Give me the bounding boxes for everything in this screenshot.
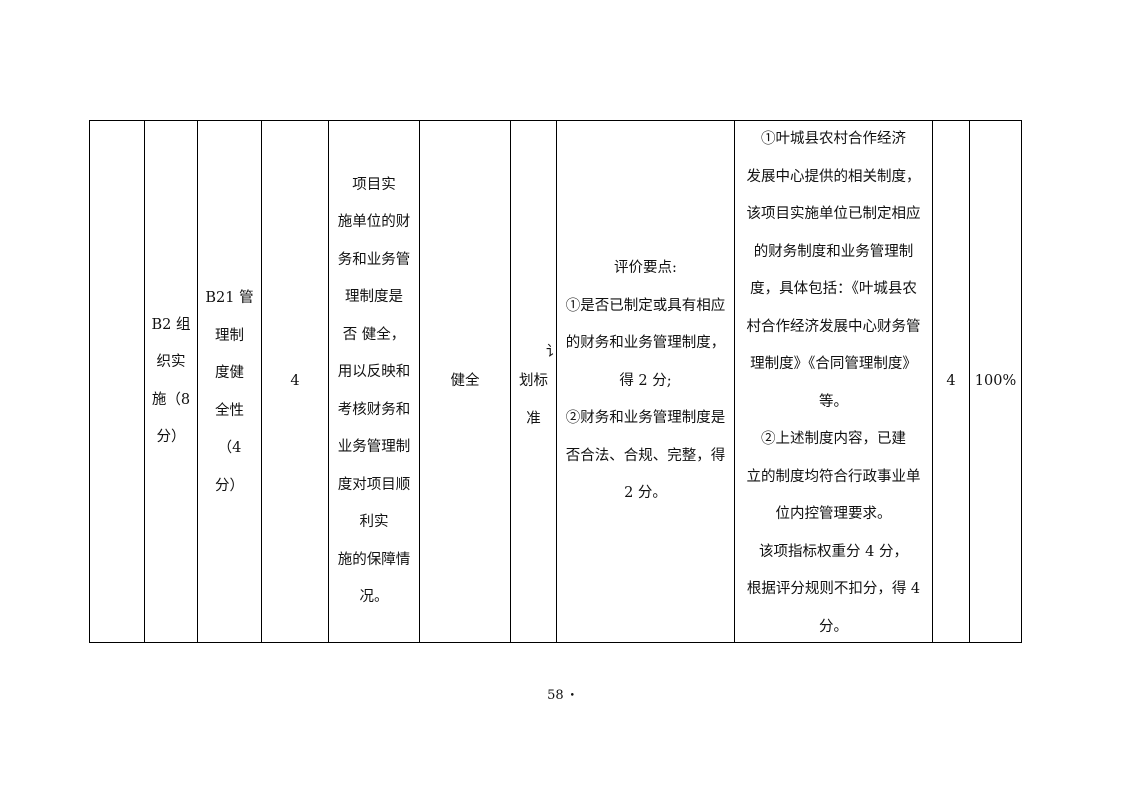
cell-level2-indicator: B2 组 织实 施（8 分） bbox=[151, 316, 191, 446]
page-number: 58 bbox=[547, 688, 564, 703]
col-divider bbox=[932, 120, 933, 643]
col-divider bbox=[969, 120, 970, 643]
cell-analysis: ①叶城县农村合作经济 发展中心提供的相关制度， 该项目实施单位已制定相应 的财务… bbox=[746, 131, 921, 635]
col-divider bbox=[261, 120, 262, 643]
col-divider bbox=[1021, 120, 1022, 643]
page-footer: 58 • bbox=[0, 688, 1122, 703]
table-bottom-border bbox=[89, 642, 1022, 643]
col-divider bbox=[556, 120, 557, 643]
col-divider bbox=[197, 120, 198, 643]
cell-weight: 4 bbox=[290, 372, 300, 389]
cell-target-value: 健全 bbox=[450, 372, 480, 389]
page-bullet: • bbox=[569, 690, 575, 701]
col-divider bbox=[144, 120, 145, 643]
col-divider bbox=[419, 120, 420, 643]
col-divider bbox=[510, 120, 511, 643]
col-divider bbox=[89, 120, 90, 643]
col-divider bbox=[734, 120, 735, 643]
cell-indicator-content: 项目实 施单位的财 务和业务管 理制度是 否 健全， 用以反映和 考核财务和 业… bbox=[337, 176, 411, 606]
table-top-border bbox=[89, 120, 1022, 121]
cell-source: 划标 准 bbox=[519, 373, 548, 427]
source-char-fragment: 讠 bbox=[546, 344, 555, 360]
cell-level3-indicator: B21 管 理制 度健 全性 （4 分） bbox=[205, 290, 254, 494]
cell-scoring-criteria: 评价要点: ①是否已制定或具有相应 的财务和业务管理制度， 得 2 分; ②财务… bbox=[565, 260, 726, 502]
col-divider bbox=[328, 120, 329, 643]
cell-score: 4 bbox=[946, 372, 956, 389]
cell-score-rate: 100% bbox=[974, 372, 1017, 389]
